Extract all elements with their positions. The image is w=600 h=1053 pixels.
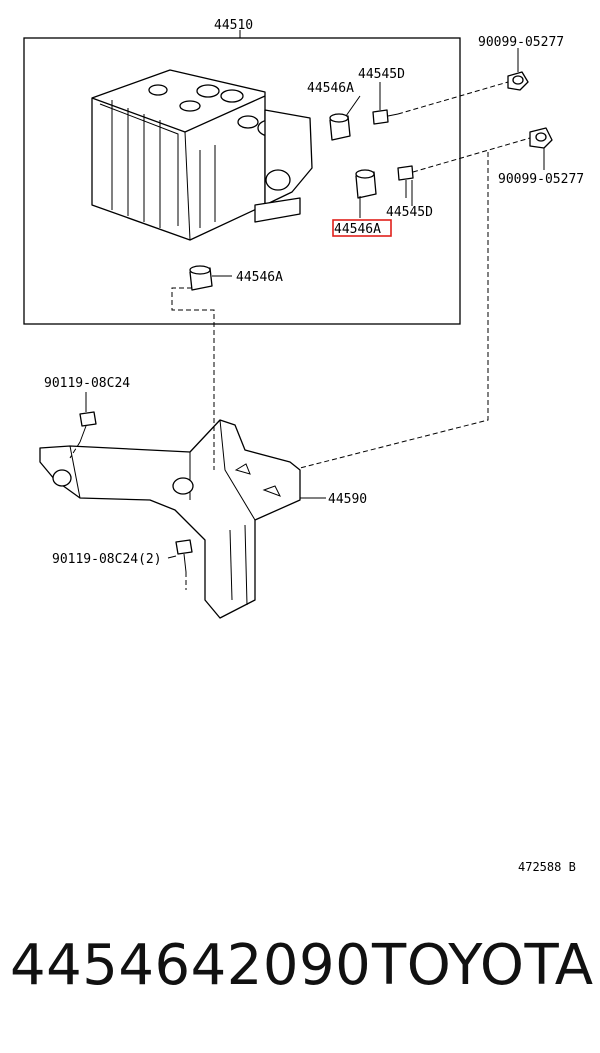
nut-right-part (529, 127, 553, 149)
label-bolt-upper: 44545D (358, 67, 405, 82)
part-number: 4454642090 (10, 933, 372, 998)
label-nut-right: 90099-05277 (498, 172, 584, 187)
label-assembly: 44510 (214, 18, 253, 33)
highlight-box (332, 219, 392, 237)
parts-diagram: 44510 90099-05277 90099-05277 44546A 445… (23, 18, 584, 874)
label-cushion-bottom: 44546A (236, 270, 283, 285)
nut-top-part (507, 71, 529, 91)
label-bracket: 44590 (328, 492, 367, 507)
abs-actuator-unit (91, 69, 313, 241)
figure-code: 472588 B (518, 860, 576, 874)
bolt-left-part (79, 411, 97, 443)
bolt-bottom-part (175, 539, 193, 573)
cushion-bottom-part (189, 265, 213, 291)
label-cushion-highlighted: 44546A (334, 222, 381, 237)
label-nut-top: 90099-05277 (478, 35, 564, 50)
label-bolt-lower: 44545D (386, 205, 433, 220)
assembly-frame (23, 37, 461, 325)
cushion-highlighted-part (355, 169, 377, 199)
bolt-lower-part (397, 165, 414, 198)
label-cushion-top: 44546A (307, 81, 354, 96)
footer: 4454642090 TOYOTA (0, 900, 600, 1053)
label-bolt-left: 90119-08C24 (44, 376, 130, 391)
brand-name: TOYOTA (372, 933, 594, 998)
cushion-top-part (329, 113, 351, 141)
bracket-part (39, 419, 301, 619)
label-bolt-bottom: 90119-08C24(2) (52, 552, 162, 567)
bolt-upper-part (372, 109, 399, 125)
